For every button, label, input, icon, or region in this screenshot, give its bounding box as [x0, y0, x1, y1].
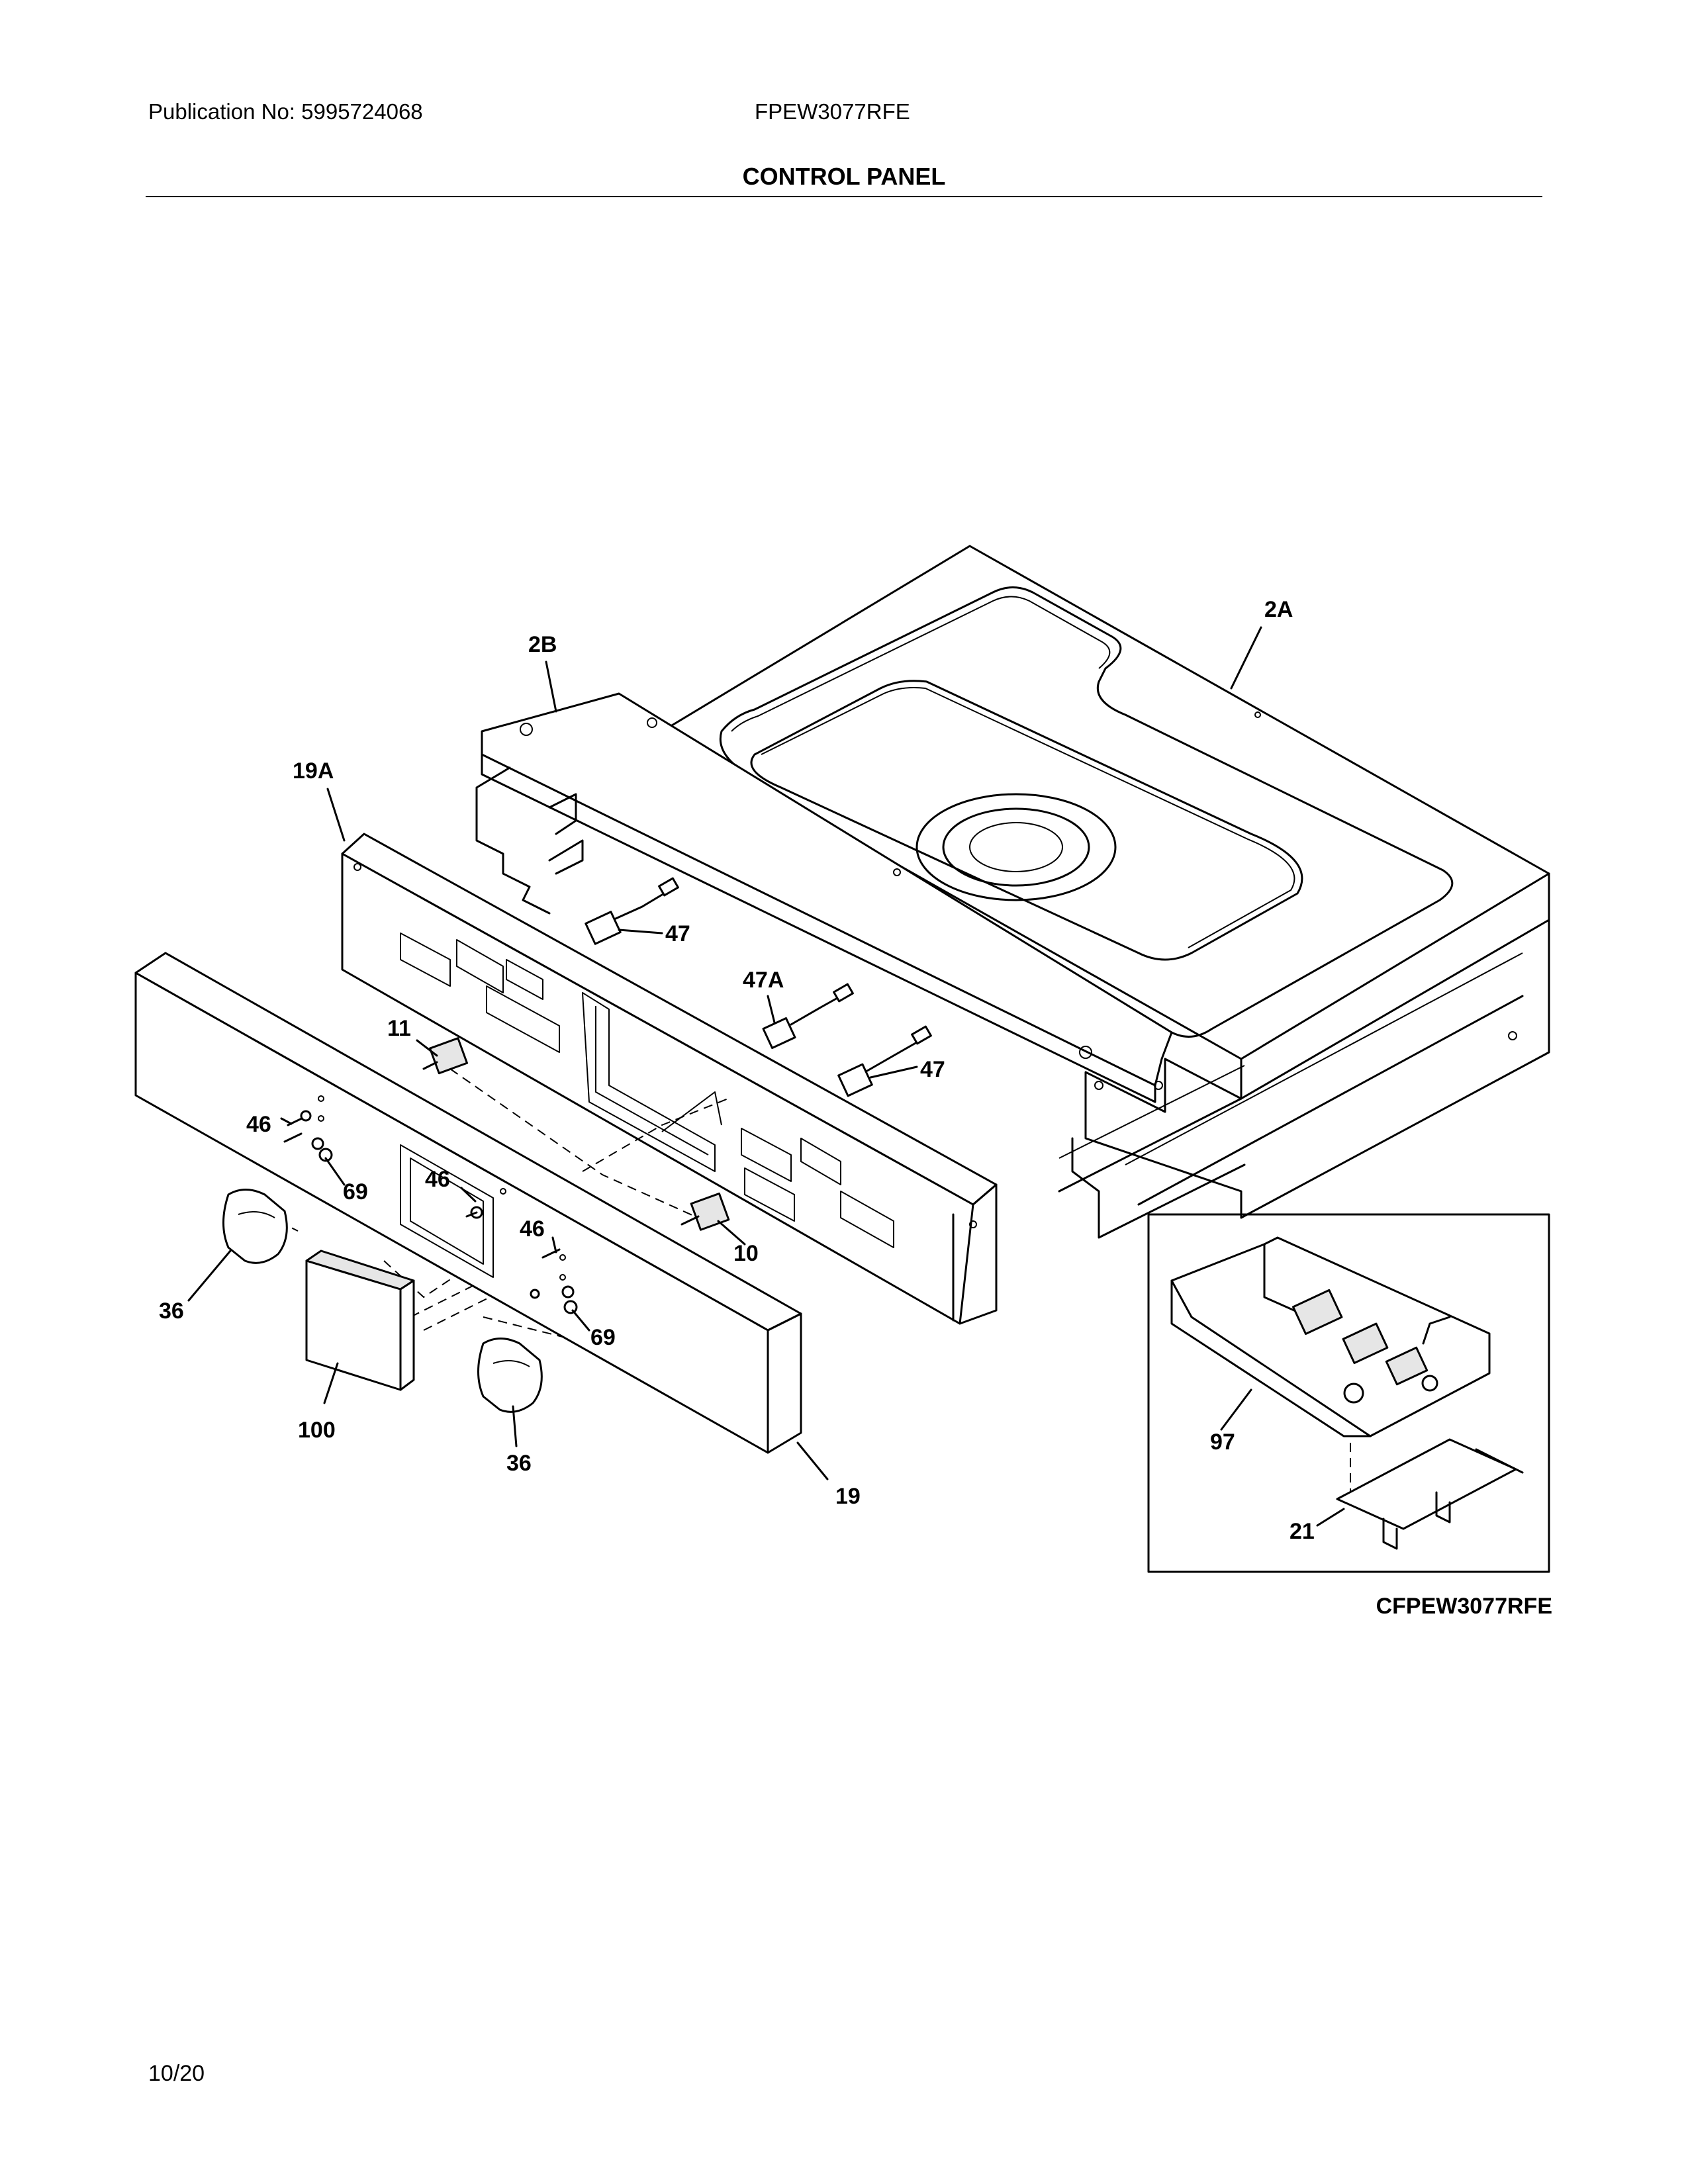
- callout-46-left: 46: [246, 1112, 271, 1137]
- callout-36-left: 36: [159, 1298, 184, 1324]
- callout-69-right: 69: [590, 1325, 616, 1350]
- callout-10: 10: [733, 1241, 759, 1266]
- wire-harness-47-right: [837, 1025, 932, 1097]
- control-knob-right: [477, 1338, 543, 1413]
- page-date: 10/20: [148, 2061, 205, 2086]
- callout-21: 21: [1289, 1519, 1315, 1544]
- callout-46-center: 46: [425, 1167, 450, 1192]
- model-number: FPEW3077RFE: [755, 99, 910, 124]
- control-board-inset: [1147, 1213, 1550, 1573]
- callout-47a: 47A: [743, 968, 784, 993]
- display-module-part: [305, 1250, 415, 1391]
- callout-47-top: 47: [665, 921, 690, 946]
- header-divider: [146, 196, 1542, 197]
- callout-97: 97: [1210, 1430, 1235, 1455]
- top-cover-part: [661, 545, 1550, 1239]
- control-knob-left: [222, 1189, 288, 1264]
- wire-harness-47-top: [585, 877, 679, 945]
- callout-19a: 19A: [293, 758, 334, 784]
- callout-100: 100: [298, 1418, 336, 1443]
- mounting-bracket-inset: [1336, 1438, 1524, 1550]
- callout-11: 11: [387, 1016, 411, 1041]
- callout-47-right: 47: [920, 1057, 945, 1082]
- switch-11-part: [422, 1037, 469, 1075]
- diagram-code: CFPEW3077RFE: [1376, 1594, 1552, 1619]
- wire-harness-47a: [762, 983, 854, 1050]
- callout-2a: 2A: [1264, 597, 1293, 622]
- callout-69-left: 69: [343, 1179, 368, 1205]
- callout-36-right: 36: [506, 1451, 532, 1476]
- rear-panel-part: [341, 833, 998, 1325]
- page-title: CONTROL PANEL: [742, 163, 946, 190]
- front-panel-part: [134, 952, 802, 1454]
- callout-19: 19: [835, 1484, 861, 1509]
- callout-46-right: 46: [520, 1216, 545, 1242]
- callout-2b: 2B: [528, 632, 557, 657]
- heat-shield-part: [475, 692, 1173, 1103]
- publication-number: Publication No: 5995724068: [148, 99, 423, 124]
- leader-lines: [187, 626, 1345, 1527]
